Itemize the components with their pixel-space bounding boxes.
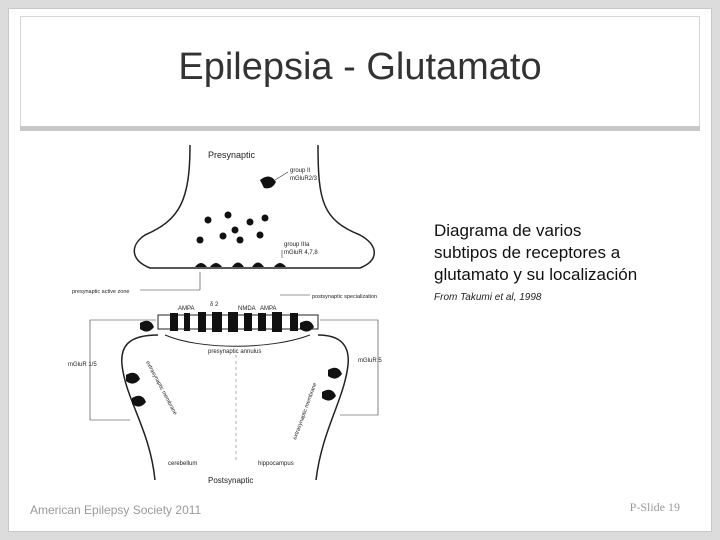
svg-text:NMDA: NMDA [238, 306, 256, 312]
presynaptic-label: Presynaptic [208, 150, 256, 160]
svg-text:presynaptic active zone: presynaptic active zone [72, 289, 129, 295]
slide-title: Epilepsia - Glutamato [178, 46, 542, 88]
title-divider [20, 126, 700, 131]
svg-text:extrasynaptic membrane: extrasynaptic membrane [144, 360, 178, 416]
svg-text:group IIIa: group IIIa [284, 242, 310, 248]
svg-text:presynaptic annulus: presynaptic annulus [208, 349, 261, 355]
receptor-cluster [170, 312, 298, 332]
footer-organization: American Epilepsy Society 2011 [30, 503, 202, 517]
caption: Diagrama de varios subtipos de receptore… [434, 220, 704, 286]
slide-number: P-Slide 19 [629, 500, 680, 514]
svg-text:mGluR 4,7,8: mGluR 4,7,8 [284, 250, 318, 256]
postsynaptic-membrane [121, 334, 349, 481]
svg-text:group II: group II [290, 168, 311, 174]
svg-text:mGluR 5: mGluR 5 [358, 358, 382, 364]
presynaptic-receptors [195, 176, 286, 267]
svg-text:δ 2: δ 2 [210, 302, 219, 308]
svg-text:AMPA: AMPA [260, 306, 277, 312]
synapse-diagram: Presynaptic group II mGluR2/3 group IIIa… [68, 144, 382, 485]
vesicles [196, 211, 269, 244]
extrasynaptic-receptors [126, 320, 342, 407]
source-citation: From Takumi et al, 1998 [434, 292, 542, 303]
svg-text:AMPA: AMPA [178, 306, 195, 312]
svg-text:mGluR 1/5: mGluR 1/5 [68, 362, 97, 368]
svg-text:extrasynaptic membrane: extrasynaptic membrane [292, 382, 318, 441]
caption-line: Diagrama de varios [434, 221, 582, 240]
presynaptic-membrane [133, 144, 375, 269]
svg-text:mGluR2/3: mGluR2/3 [290, 176, 318, 182]
postsynaptic-label: Postsynaptic [208, 476, 253, 485]
caption-line: glutamato y su localización [434, 265, 638, 284]
svg-text:cerebellum: cerebellum [168, 461, 197, 467]
svg-text:postsynaptic specialization: postsynaptic specialization [312, 294, 377, 300]
svg-text:hippocampus: hippocampus [258, 461, 294, 467]
caption-line: subtipos de receptores a [434, 243, 621, 262]
title-area [20, 16, 700, 130]
